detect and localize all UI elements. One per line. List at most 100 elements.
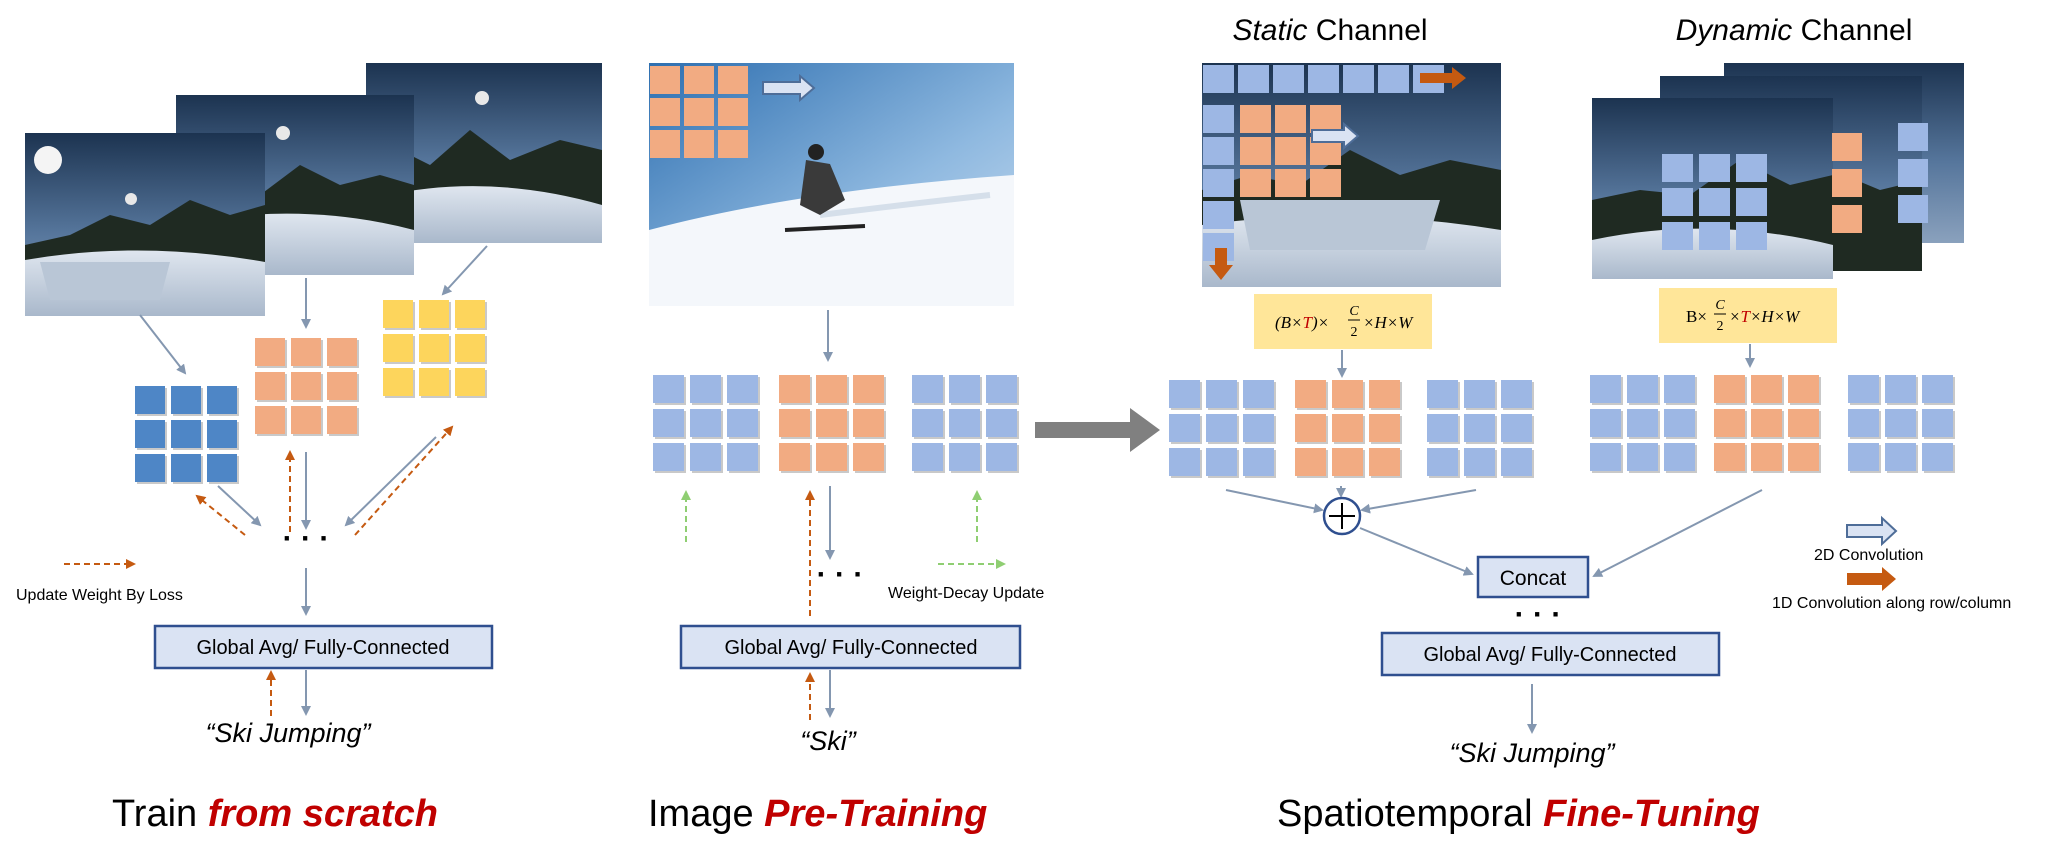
static-plain: Channel bbox=[1307, 14, 1427, 47]
grid-cell bbox=[1590, 375, 1621, 403]
global-avg-label: Global Avg/ Fully-Connected bbox=[196, 637, 449, 659]
legend-decay-label: Weight-Decay Update bbox=[888, 585, 1044, 602]
grid-cell bbox=[727, 409, 758, 437]
grid-cell bbox=[1169, 380, 1200, 408]
global-avg-label: Global Avg/ Fully-Connected bbox=[1423, 644, 1676, 666]
dynamic-formula-box bbox=[1659, 288, 1837, 343]
grid-cell bbox=[912, 409, 943, 437]
grid-cell bbox=[1243, 380, 1274, 408]
formula-part: ×H×W bbox=[1750, 307, 1801, 326]
grid-cell bbox=[1206, 380, 1237, 408]
arrow-yellow-to-ellipsis bbox=[344, 436, 437, 527]
grid-cell bbox=[1627, 443, 1658, 471]
grid-cell bbox=[1240, 169, 1271, 197]
grid-cell bbox=[1203, 105, 1234, 133]
grid-cell bbox=[949, 443, 980, 471]
grid-cell bbox=[1378, 65, 1409, 93]
legend-1d-arrow bbox=[1847, 567, 1896, 591]
grid-cell bbox=[1898, 123, 1928, 151]
grid-cell bbox=[135, 454, 165, 482]
output-label: “Ski Jumping” bbox=[205, 718, 371, 748]
grid-cell bbox=[1275, 169, 1306, 197]
feature-grid-blue-left bbox=[653, 375, 760, 473]
grid-cell bbox=[1332, 414, 1363, 442]
static-formula-tail: ×H×W bbox=[1363, 313, 1414, 332]
grid-cell bbox=[853, 443, 884, 471]
title-emphasis: from scratch bbox=[208, 793, 438, 835]
section-title: Train from scratch bbox=[112, 793, 438, 835]
grid-cell bbox=[1203, 169, 1234, 197]
formula-part: × bbox=[1729, 307, 1740, 326]
grid-cell bbox=[779, 443, 810, 471]
grid-cell bbox=[383, 334, 413, 362]
grid-cell bbox=[1310, 169, 1341, 197]
section-spatiotemporal-finetuning: Static Channel Dynamic Channel (B× bbox=[1169, 14, 2011, 835]
grid-cell bbox=[986, 443, 1017, 471]
grid-cell bbox=[327, 372, 357, 400]
grid-cell bbox=[1206, 448, 1237, 476]
global-avg-box bbox=[679, 624, 1022, 670]
grid-cell bbox=[653, 443, 684, 471]
grid-cell bbox=[684, 98, 714, 126]
global-avg-box bbox=[153, 624, 494, 670]
grid-cell bbox=[949, 409, 980, 437]
grid-cell bbox=[1427, 380, 1458, 408]
grid-cell bbox=[1699, 154, 1730, 182]
grid-cell bbox=[1736, 222, 1767, 250]
grid-cell bbox=[690, 443, 721, 471]
title-plain: Train bbox=[112, 793, 208, 835]
ellipsis: · · · bbox=[1515, 598, 1562, 631]
grid-cell bbox=[1662, 154, 1693, 182]
grid-cell bbox=[1169, 414, 1200, 442]
legend-1d-label: 1D Convolution along row/column bbox=[1772, 595, 2011, 612]
grid-cell bbox=[1699, 188, 1730, 216]
grid-cell bbox=[1590, 409, 1621, 437]
arrow-sum-to-concat bbox=[1359, 527, 1474, 576]
formula-t: T bbox=[1740, 307, 1751, 326]
grid-cell bbox=[1751, 375, 1782, 403]
grid-cell bbox=[1238, 65, 1269, 93]
grid-cell bbox=[1369, 414, 1400, 442]
grid-cell bbox=[1332, 380, 1363, 408]
grid-cell bbox=[1922, 409, 1953, 437]
grid-cell bbox=[684, 130, 714, 158]
section-train-from-scratch: · · · Global Avg/ Fully-Connected “Ski J… bbox=[16, 63, 602, 835]
video-frame-1 bbox=[25, 133, 265, 316]
grid-cell bbox=[207, 454, 237, 482]
grid-cell bbox=[327, 406, 357, 434]
grid-cell bbox=[816, 375, 847, 403]
grid-cell bbox=[1464, 448, 1495, 476]
grid-cell bbox=[1275, 137, 1306, 165]
title-plain: Image bbox=[648, 793, 764, 835]
section-title: Image Pre-Training bbox=[648, 793, 987, 835]
grid-cell bbox=[171, 386, 201, 414]
arrow-frame3-to-grid bbox=[441, 245, 488, 296]
global-avg-box bbox=[1380, 631, 1721, 677]
grid-cell bbox=[1243, 448, 1274, 476]
grid-cell bbox=[1501, 414, 1532, 442]
static-formula: (B×T)× bbox=[1275, 313, 1329, 332]
arrow-frame1-to-grid bbox=[139, 314, 187, 375]
grid-cell bbox=[1848, 443, 1879, 471]
grid-cell bbox=[255, 338, 285, 366]
grid-cell bbox=[1736, 154, 1767, 182]
grid-cell bbox=[1898, 159, 1928, 187]
grid-cell bbox=[419, 334, 449, 362]
grid-cell bbox=[1464, 380, 1495, 408]
grid-cell bbox=[255, 372, 285, 400]
concat-label: Concat bbox=[1500, 567, 1567, 590]
conv1d-column-arrow bbox=[1209, 248, 1233, 280]
legend-update-label: Update Weight By Loss bbox=[16, 587, 183, 604]
output-label: “Ski Jumping” bbox=[1449, 738, 1615, 768]
conv-kernel-grid bbox=[650, 66, 748, 158]
grid-cell bbox=[171, 420, 201, 448]
grid-cell bbox=[135, 420, 165, 448]
temporal-kernel-column-back bbox=[1898, 123, 1928, 223]
grid-cell bbox=[690, 409, 721, 437]
grid-cell bbox=[1885, 443, 1916, 471]
grid-cell bbox=[684, 66, 714, 94]
grid-cell bbox=[1788, 443, 1819, 471]
grid-cell bbox=[1664, 443, 1695, 471]
grid-cell bbox=[727, 375, 758, 403]
grid-cell bbox=[816, 443, 847, 471]
